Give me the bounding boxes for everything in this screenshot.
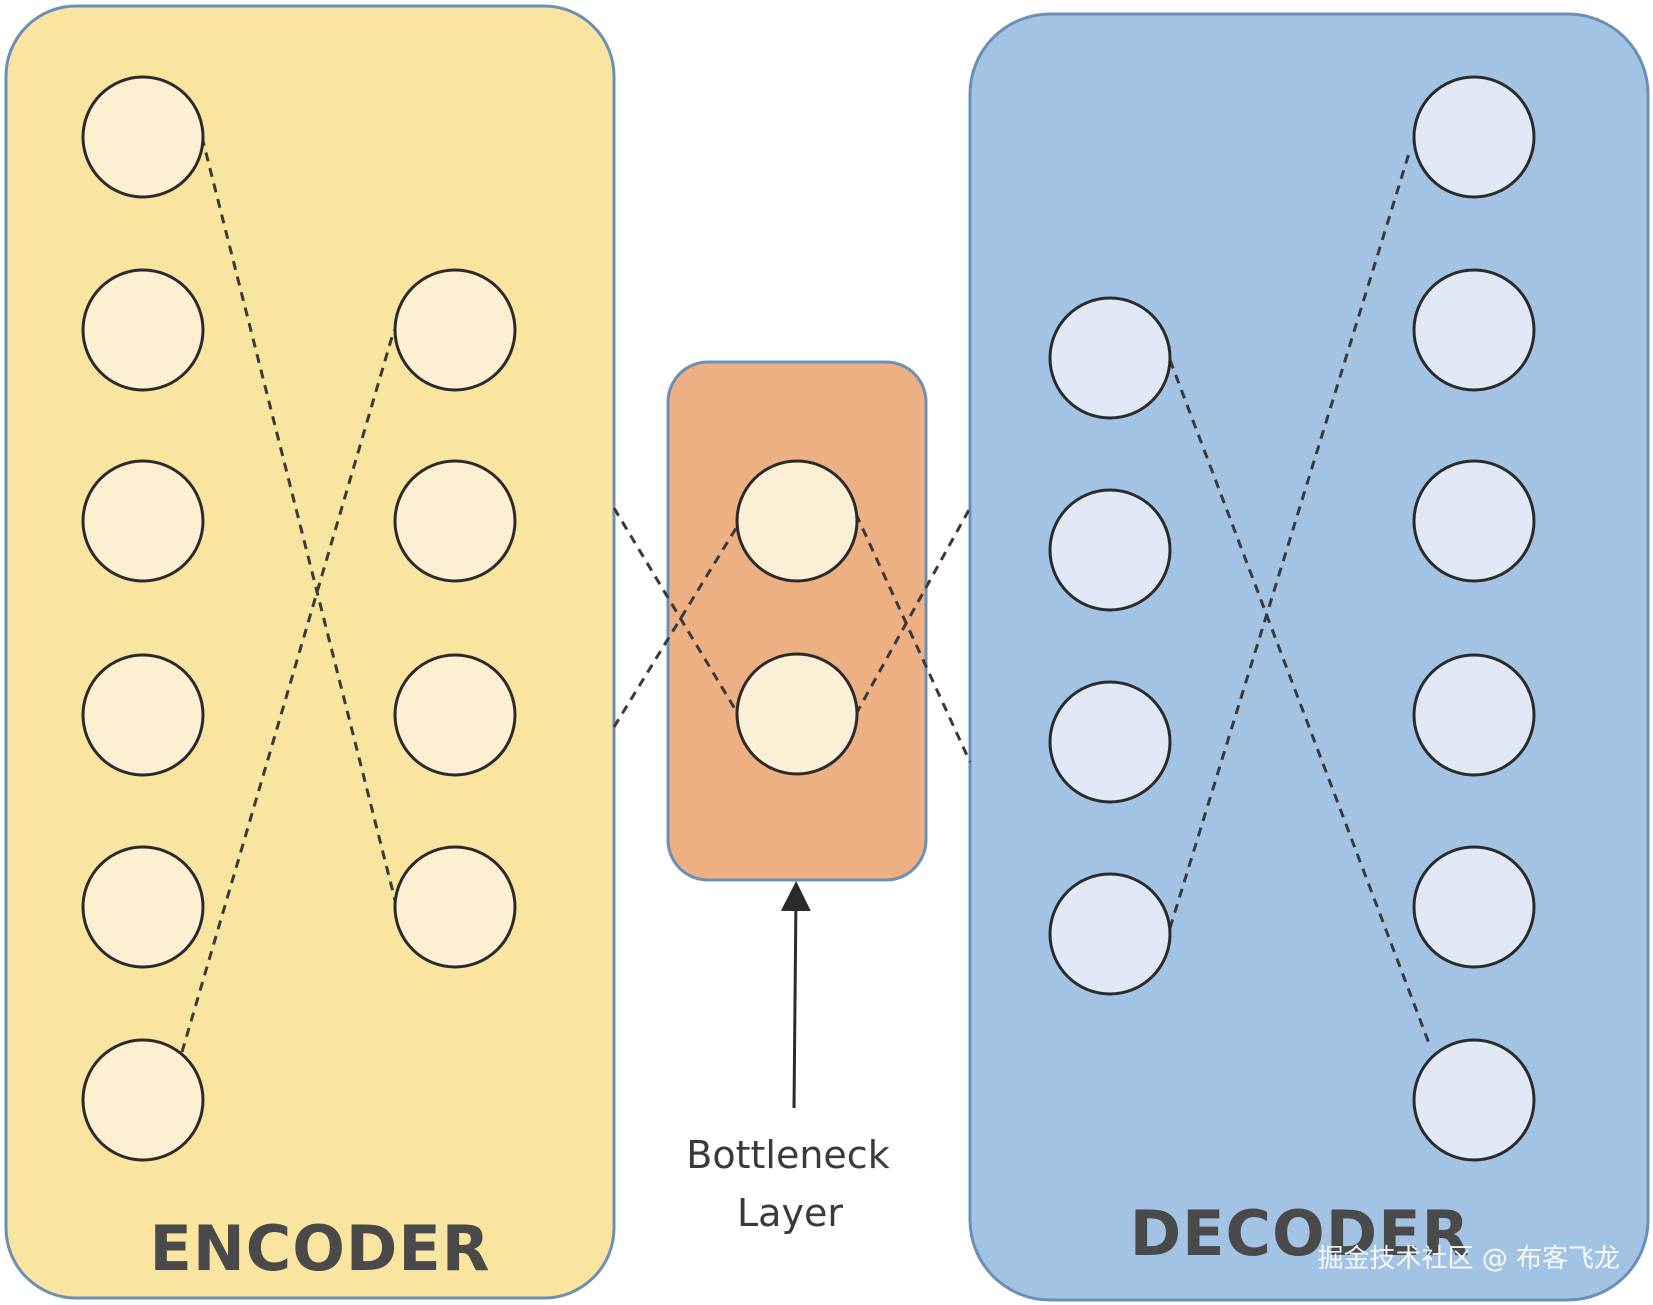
decoder-neurons <box>1048 75 1536 1162</box>
connection-lines <box>180 136 1432 1053</box>
decoder-neuron <box>1412 653 1536 777</box>
bottleneck-to-decoder-link-top <box>854 513 972 763</box>
bottleneck-neuron <box>735 652 859 776</box>
decoder-neuron <box>1048 872 1172 996</box>
decoder-neuron <box>1048 488 1172 612</box>
encoder-neuron <box>393 459 517 583</box>
encoder-link-top <box>200 136 400 913</box>
encoder-neuron <box>81 75 205 199</box>
encoder-neuron <box>81 653 205 777</box>
decoder-neuron <box>1048 296 1172 420</box>
encoder-neuron <box>81 459 205 583</box>
encoder-neuron <box>393 845 517 969</box>
decoder-neuron <box>1412 845 1536 969</box>
encoder-neuron <box>81 268 205 392</box>
decoder-neuron <box>1412 75 1536 199</box>
decoder-neuron <box>1412 459 1536 583</box>
encoder-neuron <box>81 845 205 969</box>
bottleneck-to-decoder-link-bottom <box>854 507 972 715</box>
encoder-label: ENCODER <box>149 1212 490 1285</box>
encoder-neuron <box>393 268 517 392</box>
bottleneck-panel <box>666 360 928 882</box>
encoder-to-bottleneck-link-bottom <box>612 524 740 728</box>
watermark-text: 掘金技术社区 @ 布客飞龙 <box>1317 1244 1620 1274</box>
bottleneck-neurons <box>735 459 859 776</box>
bottleneck-caption-line1: Bottleneck <box>686 1133 889 1177</box>
encoder-to-bottleneck-link-top <box>612 507 740 715</box>
encoder-neuron <box>393 653 517 777</box>
bottleneck-neuron <box>735 459 859 583</box>
decoder-panel <box>968 12 1650 1302</box>
decoder-label: DECODER <box>1130 1197 1471 1270</box>
decoder-neuron <box>1412 268 1536 392</box>
encoder-neurons <box>81 75 517 1162</box>
encoder-link-bottom <box>180 329 396 1053</box>
encoder-neuron <box>81 1038 205 1162</box>
bottleneck-caption-line2: Layer <box>737 1191 843 1235</box>
decoder-link-top <box>1168 359 1432 1047</box>
decoder-link-bottom <box>1168 149 1412 929</box>
bottleneck-arrow <box>780 881 811 1109</box>
decoder-neuron <box>1048 680 1172 804</box>
decoder-neuron <box>1412 1038 1536 1162</box>
